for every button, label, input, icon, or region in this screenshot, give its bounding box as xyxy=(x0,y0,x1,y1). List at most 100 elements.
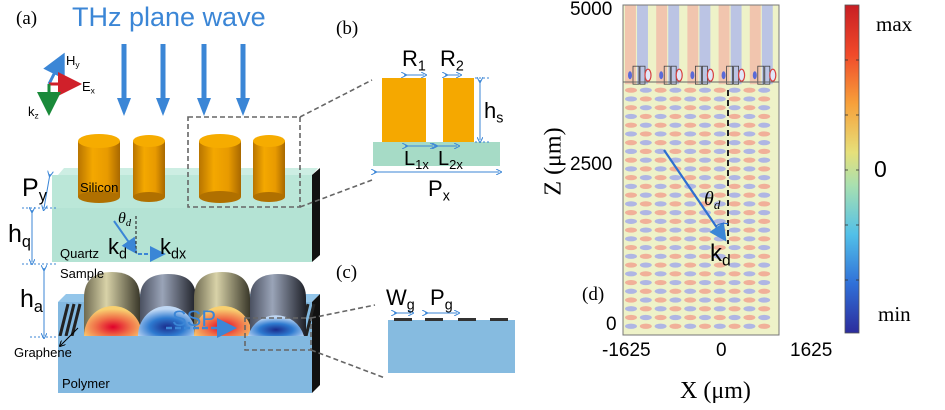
field-lobe-positive xyxy=(728,183,741,189)
hy-label: Hy xyxy=(66,53,80,70)
field-lobe-positive xyxy=(758,96,771,102)
ha-sub: a xyxy=(33,297,43,316)
field-lobe-positive xyxy=(625,87,637,93)
field-lobe-positive xyxy=(758,131,771,137)
field-lobe-positive xyxy=(639,183,652,189)
field-lobe-negative xyxy=(743,201,756,207)
field-lobe-negative xyxy=(654,236,667,242)
field-band-positive xyxy=(656,5,668,85)
upper-field-region xyxy=(625,5,773,85)
field-lobe-negative xyxy=(669,297,682,303)
field-lobe-positive xyxy=(728,236,741,242)
field-lobe-negative xyxy=(654,288,667,294)
field-lobe-positive xyxy=(713,122,726,128)
hq-text: h xyxy=(8,220,22,248)
field-lobe-positive xyxy=(639,271,652,277)
field-lobe-positive xyxy=(758,148,771,154)
field-lobe-negative xyxy=(654,201,667,207)
py-label: Py xyxy=(22,174,47,206)
field-lobe-negative xyxy=(654,113,667,120)
field-lobe-positive xyxy=(699,253,711,259)
field-lobe-negative xyxy=(669,210,682,216)
ex-label: Ex xyxy=(82,79,95,96)
field-lobe-negative xyxy=(625,131,637,137)
field-lobe-negative xyxy=(684,166,697,172)
hs-label: hs xyxy=(484,98,503,126)
field-lobe-negative xyxy=(625,271,637,277)
field-lobe-negative xyxy=(625,96,637,102)
field-lobe-negative xyxy=(639,175,652,181)
field-lobe-negative xyxy=(743,113,756,120)
field-lobe-negative xyxy=(713,183,726,189)
field-lobe-positive xyxy=(728,113,741,120)
field-lobe-positive xyxy=(728,166,741,172)
px-text: P xyxy=(428,176,443,201)
field-lobe-positive xyxy=(654,192,667,198)
field-lobe-negative xyxy=(669,140,682,146)
resonator-hotspot xyxy=(659,71,664,80)
field-band-negative xyxy=(668,5,680,85)
field-lobe-positive xyxy=(699,113,711,120)
field-lobe-positive xyxy=(713,87,726,93)
field-lobe-negative xyxy=(639,244,652,251)
field-lobe-negative xyxy=(669,87,682,93)
field-lobe-positive xyxy=(699,236,711,242)
field-lobe-negative xyxy=(625,113,637,120)
x-tick-1625: 1625 xyxy=(790,340,833,361)
field-lobe-negative xyxy=(669,192,682,198)
field-lobe-positive xyxy=(684,314,697,321)
field-lobe-positive xyxy=(699,323,711,329)
field-lobe-negative xyxy=(743,148,756,154)
polymer-label: Polymer xyxy=(62,376,110,391)
panel-c-diagram xyxy=(388,313,515,373)
field-lobe-positive xyxy=(654,210,667,216)
hs-sub: s xyxy=(496,110,504,127)
field-lobe-negative xyxy=(728,210,741,216)
field-band-positive xyxy=(687,5,699,85)
field-lobe-positive xyxy=(684,262,697,268)
x-tick-0: 0 xyxy=(716,340,727,361)
field-lobe-positive xyxy=(654,314,667,321)
field-lobe-negative xyxy=(699,297,711,303)
resonator-hotspot xyxy=(721,71,726,80)
field-lobe-positive xyxy=(758,253,771,259)
theta-arc xyxy=(715,222,729,227)
field-band-negative xyxy=(699,5,711,85)
field-lobe-positive xyxy=(713,314,726,321)
resonator-pillar xyxy=(757,65,765,85)
field-lobe-positive xyxy=(743,105,756,111)
field-lobe-negative xyxy=(728,297,741,303)
field-lobe-negative xyxy=(728,105,741,111)
field-lobe-negative xyxy=(684,306,697,312)
y-axis-label: Z (μm) xyxy=(540,127,567,196)
field-lobe-negative xyxy=(669,227,682,233)
field-lobe-positive xyxy=(684,244,697,251)
field-lobe-negative xyxy=(639,105,652,111)
field-lobe-negative xyxy=(758,87,771,93)
r2-label: R2 xyxy=(440,46,464,74)
x-tick-neg1625: -1625 xyxy=(602,340,651,361)
field-lobe-negative xyxy=(669,262,682,268)
field-lobe-positive xyxy=(625,105,637,111)
resonator-hotspot xyxy=(752,71,757,80)
field-lobe-negative xyxy=(728,192,741,198)
field-lobe-negative xyxy=(654,323,667,329)
panel-a-label: (a) xyxy=(16,8,38,29)
wg-text: W xyxy=(386,285,407,310)
kd-text-d: k xyxy=(710,240,722,267)
panel-c-label: (c) xyxy=(336,262,358,283)
field-lobe-negative xyxy=(669,244,682,251)
resonator-structures xyxy=(628,65,777,85)
theta-text: θ xyxy=(118,210,126,227)
field-lobe-positive xyxy=(758,236,771,242)
field-lobe-negative xyxy=(669,105,682,111)
field-lobe-positive xyxy=(625,314,637,321)
field-lobe-positive xyxy=(743,262,756,268)
field-lobe-positive xyxy=(654,279,667,286)
field-lobe-negative xyxy=(654,183,667,189)
field-lobe-negative xyxy=(699,227,711,233)
kdx-text: k xyxy=(160,234,171,259)
field-lobe-negative xyxy=(758,192,771,198)
field-lobe-negative xyxy=(625,201,637,207)
